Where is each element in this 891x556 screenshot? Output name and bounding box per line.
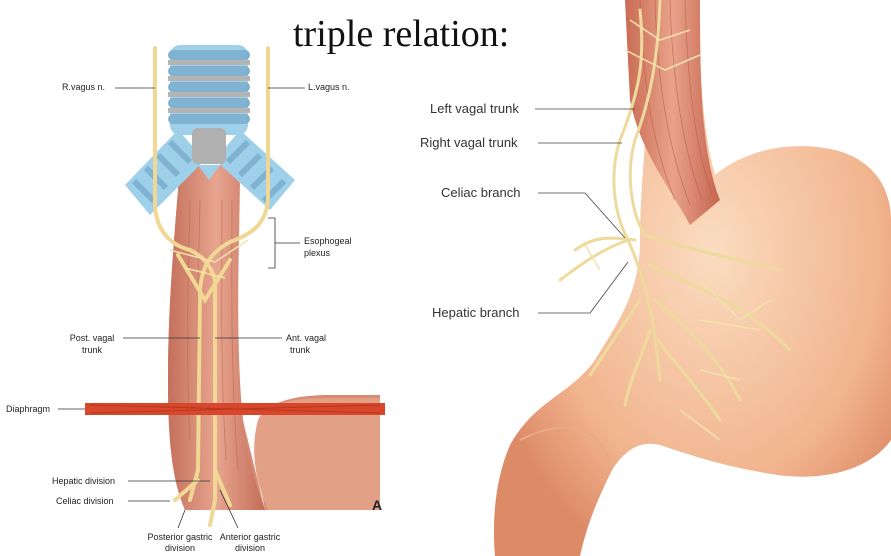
label-hepatic-division: Hepatic division [52,476,115,487]
label-esophageal-plexus-line2: plexus [304,248,330,259]
label-post-vagal-line1: Post. vagal [60,333,124,344]
label-celiac-branch: Celiac branch [441,185,521,200]
left-figure [58,45,385,528]
label-posterior-gastric-line2: division [140,543,220,554]
label-anterior-gastric-line1: Anterior gastric [210,532,290,543]
label-left-vagal-trunk: Left vagal trunk [430,101,519,116]
label-esophageal-plexus-line1: Esophogeal [304,236,352,247]
label-celiac-division: Celiac division [56,496,114,507]
label-ant-vagal-line2: trunk [290,345,310,356]
figure-letter: A [372,497,382,513]
right-figure [494,0,891,556]
label-hepatic-branch: Hepatic branch [432,305,519,320]
label-posterior-gastric-line1: Posterior gastric [140,532,220,543]
label-l-vagus: L.vagus n. [308,82,350,93]
label-r-vagus: R.vagus n. [62,82,105,93]
label-diaphragm: Diaphragm [6,404,50,415]
label-anterior-gastric-line2: division [210,543,290,554]
label-right-vagal-trunk: Right vagal trunk [420,135,518,150]
label-post-vagal-line2: trunk [60,345,124,356]
slide-title: triple relation: [293,12,509,56]
label-ant-vagal-line1: Ant. vagal [286,333,326,344]
